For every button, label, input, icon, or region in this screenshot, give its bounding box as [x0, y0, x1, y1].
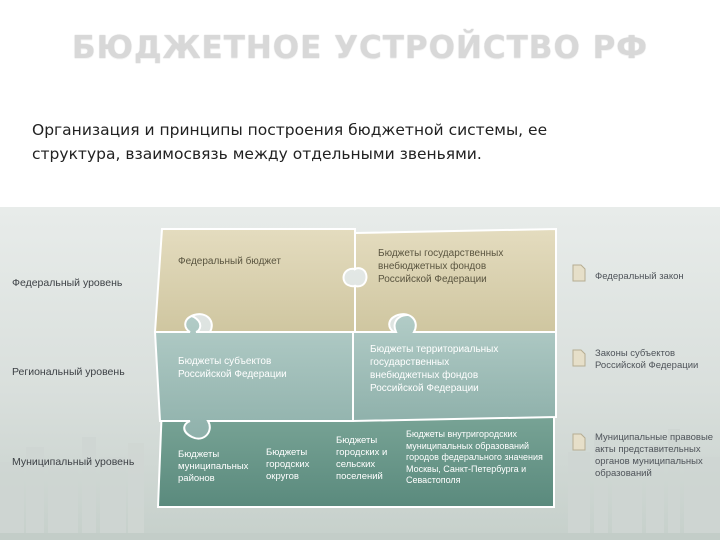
federal-budget-label: Федеральный бюджет: [178, 255, 281, 268]
law-regional: Законы субъектов Российской Федерации: [595, 348, 698, 372]
piece-text-line: городских: [266, 459, 309, 471]
law-text-line: Законы субъектов: [595, 348, 698, 360]
municipal-intracity-label: Бюджеты внутригородских муниципальных об…: [406, 429, 543, 487]
piece-text-line: внебюджетных фондов: [378, 260, 503, 273]
piece-text-line: Бюджеты: [178, 449, 248, 461]
law-text-line: Федеральный закон: [595, 271, 684, 283]
piece-text-line: городов федерального значения: [406, 452, 543, 464]
municipal-districts-label: Бюджеты муниципальных районов: [178, 449, 248, 485]
law-municipal: Муниципальные правовые акты представител…: [595, 432, 713, 480]
federal-funds-label: Бюджеты государственных внебюджетных фон…: [378, 247, 503, 286]
document-icon: [573, 350, 585, 366]
piece-text-line: поселений: [336, 471, 387, 483]
piece-text-line: Бюджеты: [336, 435, 387, 447]
document-icon: [573, 434, 585, 450]
regional-funds-label: Бюджеты территориальных государственных …: [370, 343, 498, 395]
federal-budget-piece: [155, 229, 355, 332]
law-text-line: органов муниципальных: [595, 456, 713, 468]
piece-text-line: муниципальных образований: [406, 441, 543, 453]
piece-text-line: Российской Федерации: [178, 368, 287, 381]
piece-text-line: Российской Федерации: [370, 382, 498, 395]
level-label-municipal: Муниципальный уровень: [12, 456, 134, 468]
piece-text-line: Бюджеты территориальных: [370, 343, 498, 356]
piece-text-line: Федеральный бюджет: [178, 255, 281, 268]
law-federal: Федеральный закон: [595, 271, 684, 283]
document-icon: [573, 265, 585, 281]
piece-text-line: Российской Федерации: [378, 273, 503, 286]
piece-text-line: муниципальных: [178, 461, 248, 473]
piece-text-line: Бюджеты: [266, 447, 309, 459]
level-label-federal: Федеральный уровень: [12, 277, 122, 289]
piece-text-line: Бюджеты внутригородских: [406, 429, 543, 441]
subtitle-line: структура, взаимосвязь между отдельными …: [32, 142, 672, 166]
regional-budget-label: Бюджеты субъектов Российской Федерации: [178, 355, 287, 381]
level-label-regional: Региональный уровень: [12, 366, 125, 378]
piece-text-line: Бюджеты государственных: [378, 247, 503, 260]
law-text-line: образований: [595, 468, 713, 480]
law-text-line: Муниципальные правовые: [595, 432, 713, 444]
municipal-city-districts-label: Бюджеты городских округов: [266, 447, 309, 483]
piece-text-line: Москвы, Санкт-Петербурга и: [406, 464, 543, 476]
piece-text-line: районов: [178, 473, 248, 485]
piece-text-line: округов: [266, 471, 309, 483]
piece-text-line: городских и: [336, 447, 387, 459]
piece-text-line: внебюджетных фондов: [370, 369, 498, 382]
piece-text-line: Севастополя: [406, 475, 543, 487]
piece-text-line: государственных: [370, 356, 498, 369]
subtitle-line: Организация и принципы построения бюджет…: [32, 118, 672, 142]
piece-text-line: Бюджеты субъектов: [178, 355, 287, 368]
piece-text-line: сельских: [336, 459, 387, 471]
subtitle: Организация и принципы построения бюджет…: [32, 118, 672, 166]
budget-structure-diagram: Федеральный уровень Региональный уровень…: [0, 207, 720, 540]
law-text-line: Российской Федерации: [595, 360, 698, 372]
municipal-settlements-label: Бюджеты городских и сельских поселений: [336, 435, 387, 483]
law-text-line: акты представительных: [595, 444, 713, 456]
page-title: БЮДЖЕТНОЕ УСТРОЙСТВО РФ: [0, 30, 720, 66]
